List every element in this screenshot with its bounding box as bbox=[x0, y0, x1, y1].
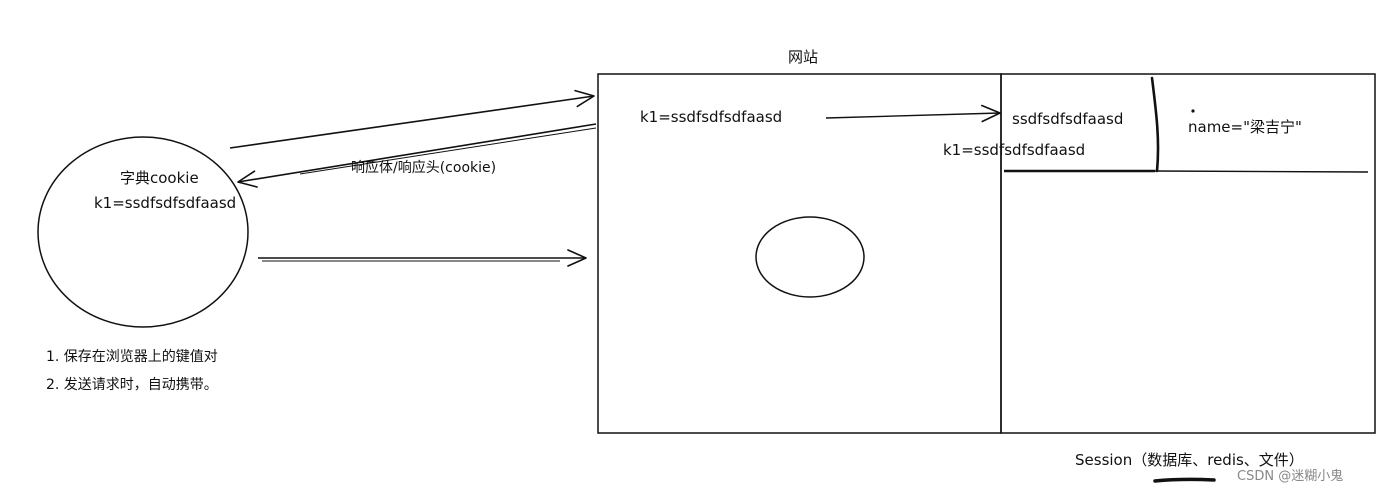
note-2: 2. 发送请求时，自动携带。 bbox=[46, 377, 218, 393]
browser-cookie-circle bbox=[37, 136, 249, 328]
csdn-watermark: CSDN @迷糊小鬼 bbox=[1237, 469, 1344, 484]
session-underline bbox=[1153, 477, 1216, 483]
website-title: 网站 bbox=[788, 48, 819, 66]
request-arrow bbox=[229, 89, 595, 149]
response-arrow bbox=[237, 123, 597, 188]
session-label: Session（数据库、redis、文件） bbox=[1075, 451, 1304, 469]
website-box bbox=[597, 73, 1002, 434]
ink-dot bbox=[1191, 109, 1195, 113]
note-1: 1. 保存在浏览器上的键值对 bbox=[46, 349, 218, 365]
session-key: ssdfsdfsdfaasd bbox=[1012, 110, 1124, 128]
session-table-horizontal-divider-right bbox=[1154, 170, 1369, 173]
website-inner-circle bbox=[755, 216, 865, 298]
website-request-value: k1=ssdfsdfsdfaasd bbox=[640, 108, 783, 126]
cookie-lookup-arrow bbox=[825, 104, 1001, 123]
session-value: name="梁吉宁" bbox=[1188, 118, 1302, 136]
session-table-vertical-divider bbox=[1150, 76, 1160, 173]
response-label: 响应体/响应头(cookie) bbox=[351, 160, 497, 176]
session-key-overlay: k1=ssdfsdfsdfaasd bbox=[943, 141, 1086, 159]
browser-cookie-entry: k1=ssdfsdfsdfaasd bbox=[94, 194, 237, 212]
browser-cookie-title: 字典cookie bbox=[120, 169, 199, 187]
session-store-box bbox=[1000, 73, 1376, 434]
response-arrow-stroke-2 bbox=[299, 127, 597, 175]
